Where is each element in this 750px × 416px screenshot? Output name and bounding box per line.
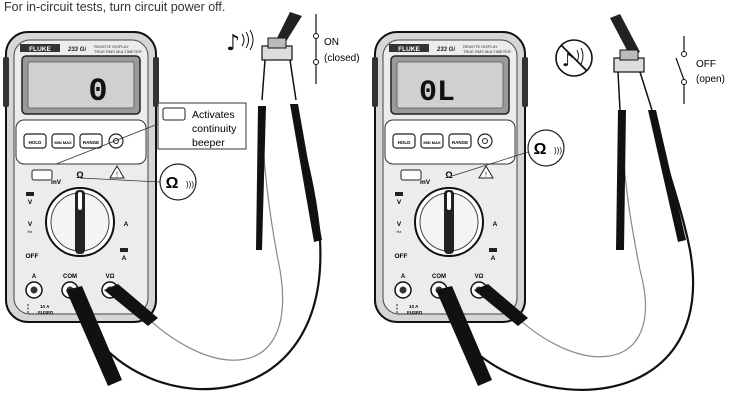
switch-off-detail: (open) [696,74,725,85]
meter-right-jack-com-label: COM [432,274,446,280]
left-plug-vohm [104,284,158,326]
switch-on-detail: (closed) [324,53,360,64]
beeper-sound-icon: ♪ [226,29,254,56]
svg-text:♪: ♪ [562,50,574,71]
caption: For in-circuit tests, turn circuit power… [4,0,226,14]
right-probe-black [648,110,686,242]
meter-left-hold-label: HOLD [29,140,42,145]
ohm-badge-right-beep-icon: ))) [554,146,562,155]
meter-left-jack-vohm-label: VΩ [106,274,115,280]
meter-left-range-label: RANGE [83,140,99,145]
callout-line-2: continuity [192,123,237,135]
meter-right-reading: 0L [419,76,455,110]
muted-beeper-icon: ♪ [555,39,593,77]
meter-right-minmax-label: MIN MAX [423,140,441,145]
meter-left-subtitle-2: TRUE RMS MULTIMETER [94,49,142,54]
meter-left-vac-label: V [28,221,33,228]
switch-off-label: OFF [696,59,716,70]
meter-right: FLUKE 233 Gi REMOTE DISPLAY TRUE RMS MUL… [371,31,529,323]
meter-left-fused-1: 10 A [40,304,50,309]
left-lead-red [129,109,284,361]
meter-right-vdc-label: V [397,199,402,206]
right-plug-com [436,286,492,386]
meter-left-aac-label: A [124,221,129,228]
meter-left-jack-a-label: A [32,274,37,280]
meter-right-jack-a-label: A [401,274,406,280]
right-switch-symbol [675,36,687,104]
meter-right-brand: FLUKE [398,46,420,53]
meter-right-model: 233 Gi [436,47,455,53]
meter-right-fused-1: 10 A [409,304,419,309]
meter-left-jack-com-label: COM [63,274,77,280]
ohm-badge-left [79,163,197,201]
right-plug-vohm [474,284,528,326]
meter-right-mv-label: mV [420,179,431,186]
left-plug-com [66,286,122,386]
left-probe-red [256,106,266,250]
ohm-badge-left-beep-icon: ))) [186,180,194,189]
meter-right-aac-label: A [493,221,498,228]
meter-right-range-label: RANGE [452,140,468,145]
meter-right-vac-label: V [397,221,402,228]
left-toggle-switch [261,12,302,101]
ohm-badge-left-symbol: Ω [166,175,179,192]
meter-right-hold-label: HOLD [398,140,411,145]
meter-right-off-label: OFF [395,253,408,260]
meter-left-reading: 0 [88,73,107,110]
callout-line-1: Activates [192,109,235,121]
meter-left-minmax-label: MIN MAX [54,140,72,145]
meter-left-brand: FLUKE [29,46,51,53]
svg-text:♪: ♪ [226,31,240,56]
meter-left-model: 233 Gi [67,47,86,53]
meter-right-fused-2: FUSED [407,310,423,315]
ohm-badge-right-symbol: Ω [534,141,547,158]
callout-box [55,102,247,165]
ohm-badge-right [451,129,565,177]
meter-right-hz-label: Hz [397,229,402,234]
meter-right-subtitle-1: REMOTE DISPLAY [463,44,498,49]
right-probe-red [616,110,626,250]
meter-right-ohm-label: Ω [445,170,452,180]
callout-line-3: beeper [192,137,225,149]
left-probe-black [290,104,322,242]
left-switch-symbol [313,14,319,84]
meter-left-subtitle-1: REMOTE DISPLAY [94,44,129,49]
meter-right-adc-label: A [491,255,496,262]
meter-left-adc-label: A [122,255,127,262]
right-toggle-switch [610,14,653,111]
meter-left: FLUKE 233 Gi REMOTE DISPLAY TRUE RMS MUL… [2,31,160,323]
meter-left-mv-label: mV [51,179,62,186]
meter-right-subtitle-2: TRUE RMS MULTIMETER [463,49,511,54]
meter-left-hz-label: Hz [28,229,33,234]
meter-left-off-label: OFF [26,253,39,260]
meter-left-fused-2: FUSED [38,310,54,315]
switch-on-label: ON [324,37,339,48]
meter-left-vdc-label: V [28,199,33,206]
meter-left-ohm-label: Ω [76,170,83,180]
meter-right-jack-vohm-label: VΩ [475,274,484,280]
